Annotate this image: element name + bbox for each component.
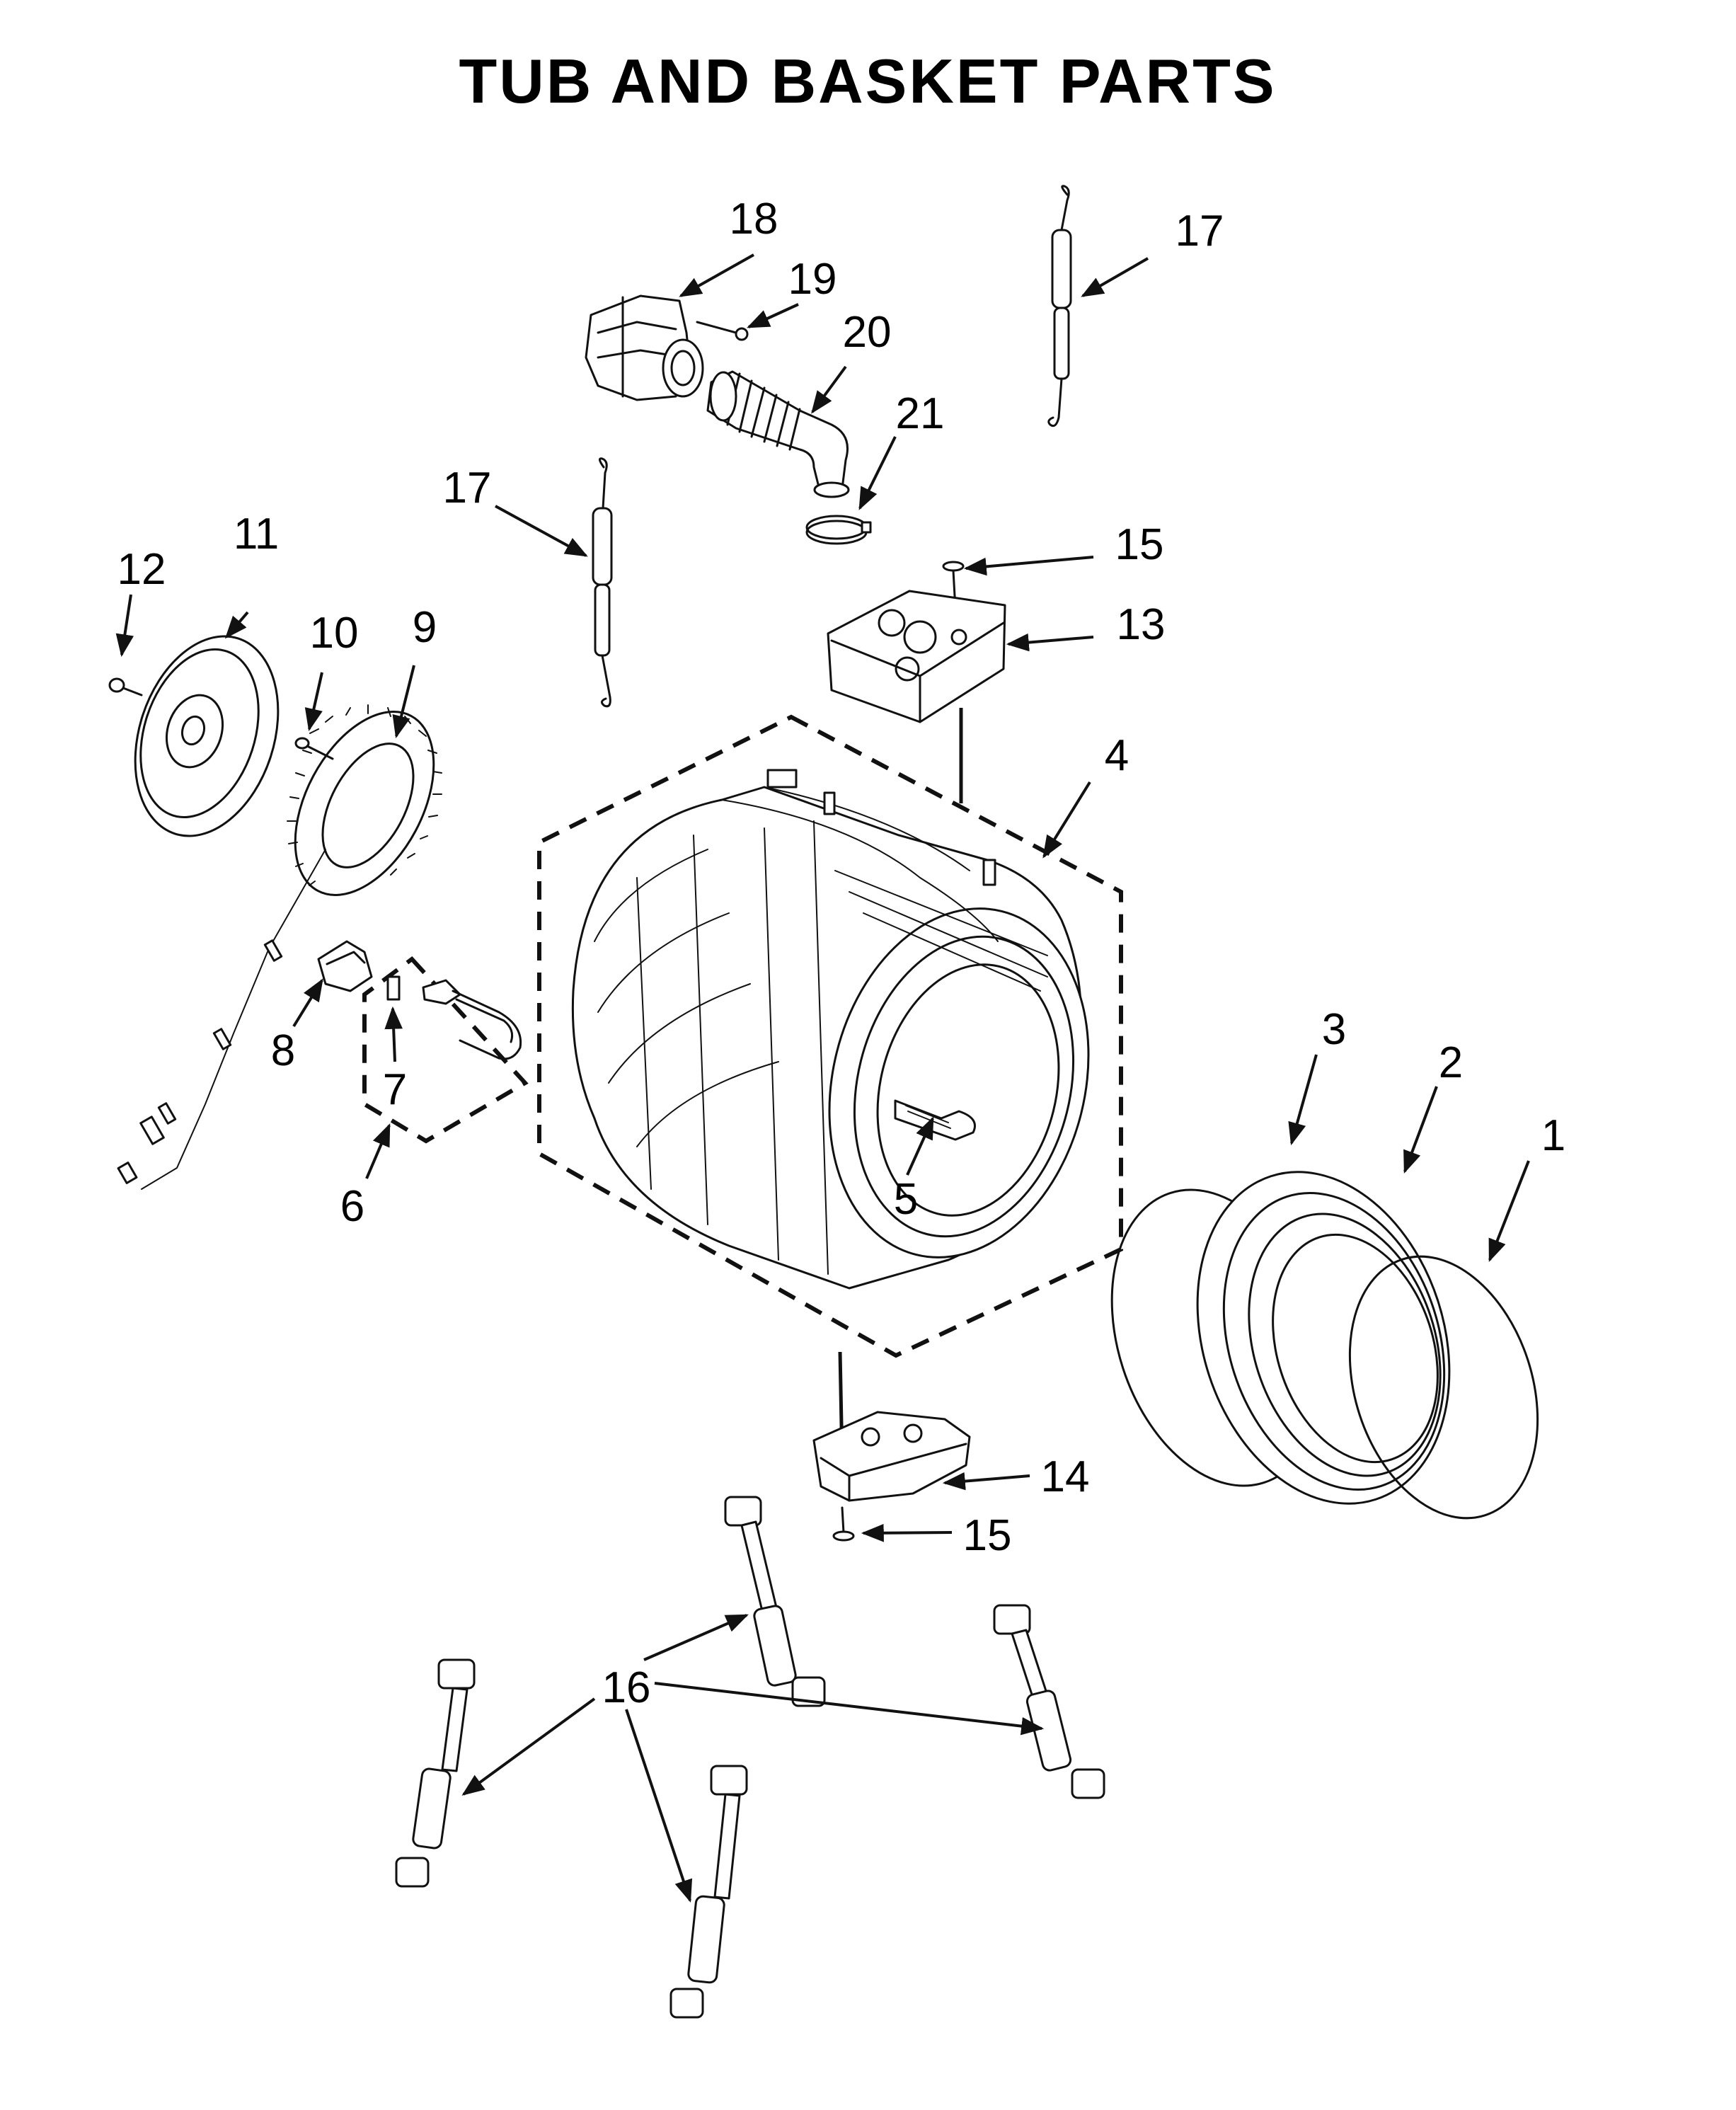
callout-17-left: 17 — [443, 464, 492, 512]
callout-18: 18 — [730, 195, 778, 243]
tub-assembly-group-box — [537, 714, 1123, 1358]
sump-housing — [585, 294, 704, 401]
callout-6: 6 — [340, 1182, 364, 1231]
bellows-clamp-ring — [1348, 1255, 1539, 1520]
tub-and-basket — [571, 769, 1090, 1290]
callout-1: 1 — [1541, 1111, 1565, 1160]
suspension-spring-right — [1047, 185, 1072, 428]
shock-absorber-3 — [395, 1658, 476, 1888]
callout-8: 8 — [271, 1026, 295, 1075]
callout-20: 20 — [843, 308, 892, 357]
shock-absorber-1 — [724, 1496, 826, 1707]
top-counterweight — [827, 590, 1006, 723]
callout-16: 16 — [602, 1663, 651, 1712]
callout-9: 9 — [413, 603, 437, 652]
bottom-counterweight-screw — [832, 1506, 855, 1542]
callout-10: 10 — [310, 609, 359, 658]
shock-absorber-2 — [993, 1604, 1105, 1799]
basket-baffle — [894, 1099, 976, 1141]
callout-13: 13 — [1117, 600, 1166, 649]
stator-bolt — [294, 737, 334, 760]
leader-arrows — [115, 253, 1530, 1903]
callout-11: 11 — [234, 510, 279, 558]
callout-7: 7 — [383, 1065, 407, 1114]
tub-front-ring — [1196, 1171, 1451, 1505]
diagram-title: TUB AND BASKET PARTS — [459, 46, 1276, 116]
callout-15-top: 15 — [1115, 520, 1164, 569]
callout-17-right: 17 — [1175, 207, 1224, 256]
callout-3: 3 — [1322, 1005, 1346, 1054]
suspension-spring-left — [592, 457, 613, 708]
hose-clamp — [805, 515, 872, 545]
callout-19: 19 — [788, 255, 837, 304]
sump-screw — [696, 321, 749, 341]
callout-21: 21 — [896, 389, 945, 438]
bellows-hose — [706, 370, 850, 498]
temperature-sensor — [386, 975, 401, 1001]
callout-12: 12 — [117, 545, 166, 594]
callout-2: 2 — [1439, 1038, 1463, 1087]
bottom-counterweight — [812, 1411, 971, 1502]
heater-bracket — [317, 940, 373, 992]
callout-15-bottom: 15 — [963, 1511, 1012, 1560]
shock-absorber-4 — [669, 1765, 748, 2019]
callout-4: 4 — [1105, 731, 1129, 780]
rotor — [134, 635, 280, 837]
motor-wire-harness — [117, 939, 283, 1184]
heater-group-box — [362, 956, 529, 1144]
callout-5: 5 — [894, 1175, 918, 1224]
heater-element — [422, 979, 522, 1060]
rotor-bolt — [108, 677, 143, 696]
callout-14: 14 — [1041, 1452, 1090, 1501]
callout-labels: 18 19 20 21 17 17 15 13 12 11 10 9 4 3 2… — [117, 195, 1566, 1712]
